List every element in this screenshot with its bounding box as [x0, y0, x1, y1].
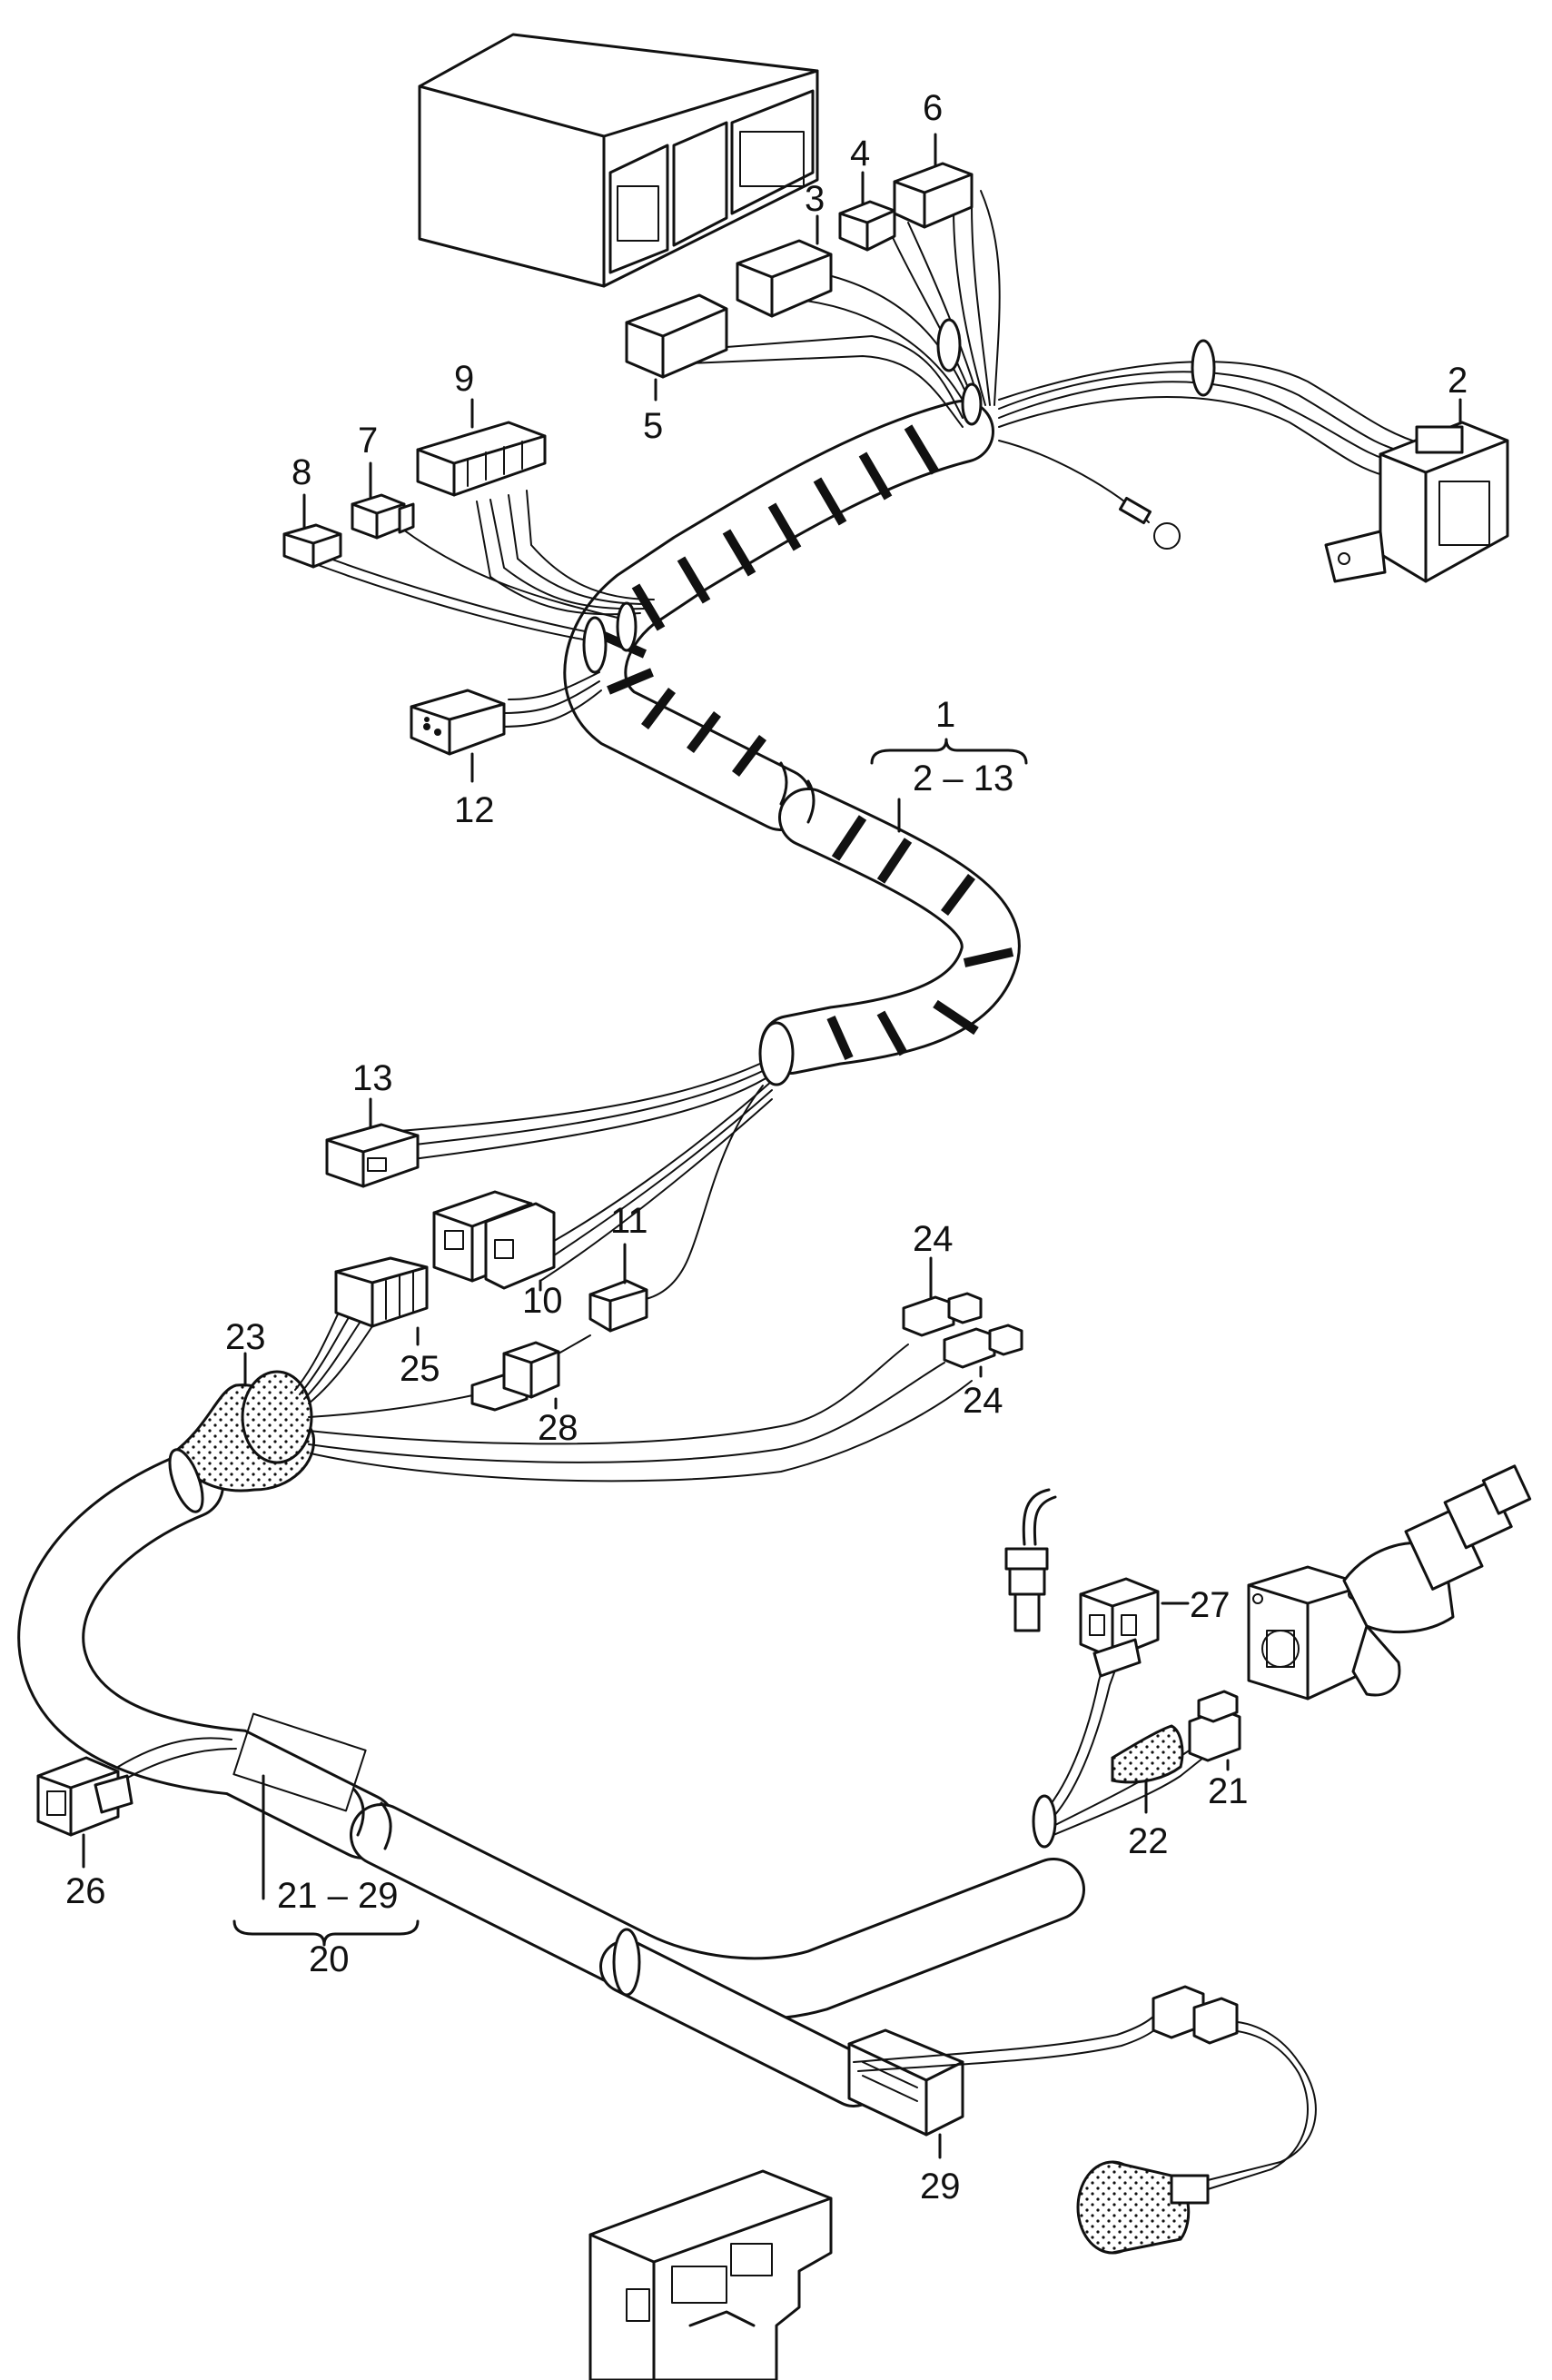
control-unit-frame-icon — [588, 2169, 833, 2380]
main-harness-trunk — [563, 400, 1021, 1075]
connector-5: 5 — [625, 293, 728, 446]
callout-11: 11 — [610, 1201, 648, 1241]
callout-12: 12 — [454, 790, 495, 830]
control-unit-plug-icon — [847, 2028, 964, 2137]
callout-23: 23 — [225, 1317, 266, 1357]
callout-7: 7 — [358, 421, 378, 461]
grommet-22: 22 — [1111, 1724, 1184, 1861]
connector-housing-icon — [736, 239, 833, 318]
single-pin-connector-icon — [282, 523, 342, 569]
connector-28: 28 — [470, 1341, 578, 1448]
callout-1-range: 2 – 13 — [913, 759, 1013, 798]
callout-10: 10 — [522, 1281, 563, 1321]
small-connector-icon — [588, 1279, 648, 1333]
socket-connector-icon — [36, 1756, 133, 1837]
connector-26: 26 — [36, 1737, 237, 1911]
callout-8: 8 — [292, 452, 311, 492]
connector-housing-icon — [625, 293, 728, 379]
connector-8: 8 — [282, 452, 342, 569]
callout-13: 13 — [352, 1058, 393, 1098]
connector-2: 2 — [1324, 361, 1509, 583]
connector-housing-icon — [893, 162, 974, 229]
lower-right-wires — [853, 1998, 1317, 2190]
callout-20: 20 — [309, 1939, 350, 1979]
callout-4: 4 — [850, 134, 870, 174]
callout-3: 3 — [805, 179, 825, 219]
callout-29: 29 — [920, 2167, 961, 2206]
callout-24-bottom: 24 — [963, 1381, 1003, 1421]
connector-25: 25 — [334, 1256, 440, 1389]
callout-22: 22 — [1128, 1821, 1169, 1861]
left-branch-wires — [312, 490, 655, 728]
grommet-icon — [168, 1370, 316, 1513]
callout-27: 27 — [1190, 1585, 1231, 1625]
three-pin-connector-icon — [410, 689, 506, 756]
callout-group-1: 1 2 – 13 — [870, 695, 1028, 833]
connector-12: 12 — [410, 689, 506, 830]
two-pin-connector-icon — [470, 1341, 560, 1412]
blade-terminal-icon — [943, 1324, 1023, 1369]
connector-11: 11 — [588, 1201, 648, 1333]
connector-29: 29 — [847, 2028, 964, 2206]
upper-branch-wires — [689, 190, 1427, 550]
grommet-branch-wires — [294, 1298, 973, 1483]
lower-harness-trunk — [17, 1452, 1085, 2107]
control-unit-box-icon — [418, 33, 819, 288]
connector-13: 13 — [325, 1058, 420, 1188]
callout-21: 21 — [1208, 1771, 1249, 1811]
sensor-27: 27 — [1079, 1577, 1231, 1678]
connector-7: 7 — [351, 421, 415, 540]
blade-terminal-icon — [902, 1292, 983, 1337]
callout-20-range: 21 – 29 — [277, 1876, 398, 1916]
connector-21: 21 — [1188, 1690, 1249, 1811]
mid-branch-wires — [399, 1053, 782, 1302]
small-connector-icon — [351, 493, 415, 540]
grommet-icon — [1111, 1724, 1184, 1784]
callout-9: 9 — [454, 359, 474, 399]
connector-4: 4 — [838, 134, 896, 252]
grommet-23: 23 — [168, 1317, 316, 1513]
connector-6: 6 — [893, 88, 974, 229]
connector-24b: 24 — [943, 1324, 1023, 1421]
two-pin-connector-icon — [1188, 1690, 1241, 1762]
multi-pin-flat-connector-icon — [334, 1256, 429, 1328]
callout-24-top: 24 — [913, 1219, 954, 1259]
flat-connector-icon — [325, 1123, 420, 1188]
speaker-pod-icon — [1076, 2160, 1210, 2255]
callout-group-20: 21 – 29 20 — [232, 1774, 420, 1979]
small-connector-icon — [838, 200, 896, 252]
callout-2: 2 — [1448, 361, 1468, 401]
temperature-sender-icon — [1004, 1488, 1057, 1632]
connector-10: 10 — [432, 1190, 563, 1321]
callout-1: 1 — [935, 695, 955, 735]
multi-pin-flat-connector-icon — [416, 421, 547, 497]
sensor-plug-icon — [1079, 1577, 1160, 1678]
double-connector-icon — [432, 1190, 556, 1290]
multi-pin-relay-socket-icon — [1324, 421, 1509, 583]
callout-25: 25 — [400, 1349, 440, 1389]
connector-3: 3 — [736, 179, 833, 318]
connector-9: 9 — [416, 359, 547, 497]
valve-actuator-icon — [1247, 1464, 1532, 1701]
callout-28: 28 — [538, 1408, 578, 1448]
connector-24a: 24 — [902, 1219, 983, 1337]
callout-26: 26 — [65, 1871, 106, 1911]
callout-5: 5 — [643, 406, 663, 446]
inline-connector-pair-icon — [1152, 1985, 1239, 2045]
callout-6: 6 — [923, 88, 943, 128]
